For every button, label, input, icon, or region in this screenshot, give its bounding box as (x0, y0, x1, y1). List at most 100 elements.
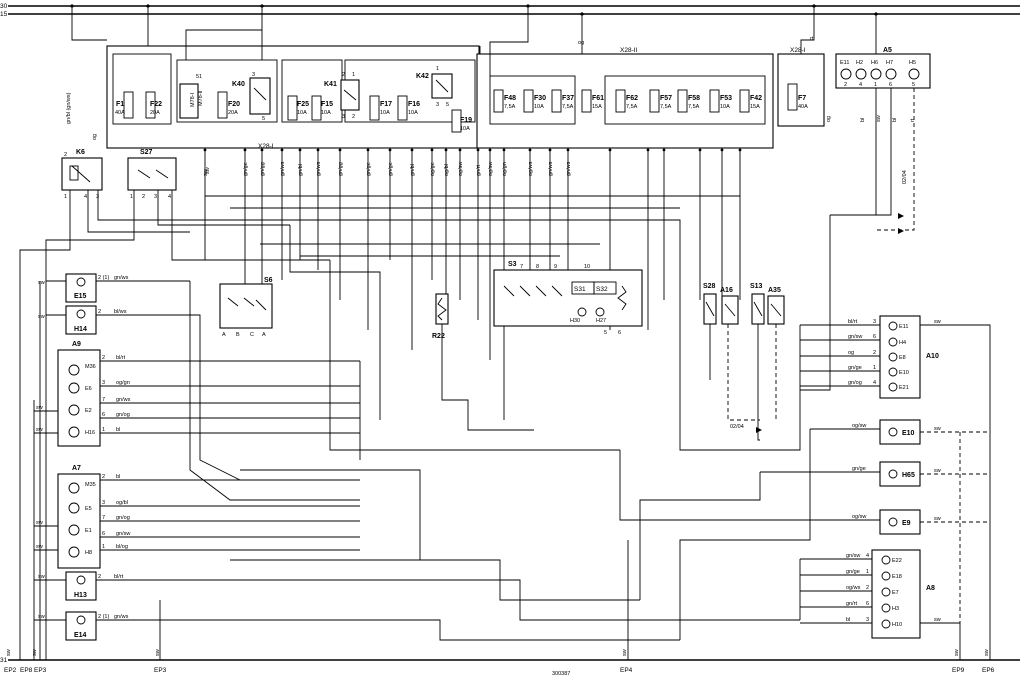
svg-text:H2: H2 (856, 60, 863, 66)
top-wiring: gn/bl (gn/ws) og og rt og bl sw bl rt sw (66, 6, 916, 174)
svg-text:sw: sw (984, 649, 990, 656)
svg-text:og: og (578, 40, 584, 46)
svg-text:2: 2 (98, 309, 101, 315)
svg-text:1: 1 (352, 72, 355, 78)
a5-h5: H55 (908, 60, 920, 88)
svg-text:gn/og: gn/og (848, 380, 862, 386)
svg-text:6: 6 (889, 82, 892, 88)
svg-text:3: 3 (96, 194, 99, 200)
bus-wire-color: gn/ws (566, 161, 572, 176)
svg-text:sw: sw (876, 115, 882, 122)
cross-wiring (189, 215, 831, 641)
device-h14: H14 sw 2 bl/ws (38, 305, 190, 335)
fuse-box-left-label: X28-I (258, 143, 274, 150)
svg-text:1: 1 (436, 66, 439, 72)
bus-wire-color: og/sw (458, 162, 464, 176)
bus-junction (298, 148, 302, 152)
svg-text:E22: E22 (892, 558, 902, 564)
device-e15: E15 sw 2 (1) gn/ws (38, 273, 190, 303)
right-switch-wiring: 02/04 (709, 324, 777, 441)
switch-s28: S28 (703, 283, 717, 325)
bus-junction (738, 148, 742, 152)
switch-s6: S6 A B C A (219, 277, 273, 338)
svg-text:6: 6 (102, 412, 105, 418)
device-h13: H13 sw 2 bl/rt (34, 571, 240, 601)
svg-text:A7: A7 (72, 465, 81, 472)
svg-text:4: 4 (873, 380, 876, 386)
switch-s13: S13 (750, 283, 765, 325)
switch-a16: A16 (720, 287, 739, 325)
bus-junction (548, 148, 552, 152)
rail-15-label: 15 (0, 11, 8, 18)
svg-text:1: 1 (874, 82, 877, 88)
svg-text:F19: F19 (460, 117, 472, 124)
left-ground-wires: sw sw sw sw (6, 281, 629, 660)
a5-h7: H7 6 (885, 60, 897, 88)
svg-text:40A: 40A (798, 104, 808, 110)
svg-text:15A: 15A (750, 104, 760, 110)
svg-text:1: 1 (102, 544, 105, 550)
bus-junction (476, 148, 480, 152)
svg-text:sw: sw (36, 520, 43, 526)
svg-text:og/sw: og/sw (852, 514, 866, 520)
svg-text:H3: H3 (892, 606, 899, 612)
svg-text:X28-I: X28-I (790, 47, 806, 54)
svg-text:F58: F58 (688, 95, 700, 102)
svg-text:gn/ws: gn/ws (114, 614, 129, 620)
svg-text:4: 4 (859, 82, 862, 88)
a5-h6: H61 (870, 60, 882, 88)
svg-text:F15: F15 (321, 101, 333, 108)
svg-text:E7: E7 (892, 590, 899, 596)
fuse-f25: F25 10A (287, 95, 309, 121)
svg-text:S3: S3 (508, 261, 517, 268)
svg-text:A5: A5 (883, 47, 892, 54)
svg-text:sw: sw (32, 649, 38, 656)
svg-text:7: 7 (520, 264, 523, 270)
svg-text:E21: E21 (899, 385, 909, 391)
svg-text:02/04: 02/04 (730, 424, 744, 430)
svg-text:F62: F62 (626, 95, 638, 102)
bus-junction (243, 148, 247, 152)
fuse-f15: F15 10A (311, 95, 333, 121)
svg-text:10A: 10A (534, 104, 544, 110)
svg-text:20A: 20A (228, 110, 238, 116)
relay-k41: K41 2 1 3 2 (324, 72, 360, 120)
svg-text:EP9: EP9 (952, 667, 965, 674)
svg-text:EP2: EP2 (4, 667, 17, 674)
svg-text:gn/ws: gn/ws (116, 397, 131, 403)
svg-text:sw: sw (38, 574, 45, 580)
switch-a35: A35 (767, 287, 785, 325)
svg-text:bl: bl (116, 474, 120, 480)
svg-text:H8: H8 (85, 550, 92, 556)
svg-text:H7: H7 (886, 60, 893, 66)
svg-text:S31: S31 (574, 286, 586, 293)
svg-text:A9: A9 (72, 341, 81, 348)
svg-text:sw: sw (954, 649, 960, 656)
svg-text:sw: sw (934, 319, 941, 325)
bus-junction (338, 148, 342, 152)
bus-wire-color: gn/ge (366, 162, 372, 176)
bus-junction (316, 148, 320, 152)
device-e14: E14 sw 2 (1) gn/ws (34, 611, 240, 641)
svg-text:2: 2 (844, 82, 847, 88)
svg-text:7: 7 (102, 397, 105, 403)
fuse-f22: F22 20A (145, 91, 162, 119)
svg-text:6: 6 (873, 334, 876, 340)
svg-text:sw: sw (6, 649, 12, 656)
bus-wire-color: gn/bl (410, 164, 416, 176)
svg-text:E2: E2 (85, 408, 92, 414)
svg-text:gn/og: gn/og (116, 515, 130, 521)
ground-point-labels: EP2 EP8 EP3 EP3 EP4 EP9 EP6 300387 (4, 667, 995, 677)
rail-31-label: 31 (0, 657, 8, 664)
bus-wire-color: og/sw (488, 162, 494, 176)
